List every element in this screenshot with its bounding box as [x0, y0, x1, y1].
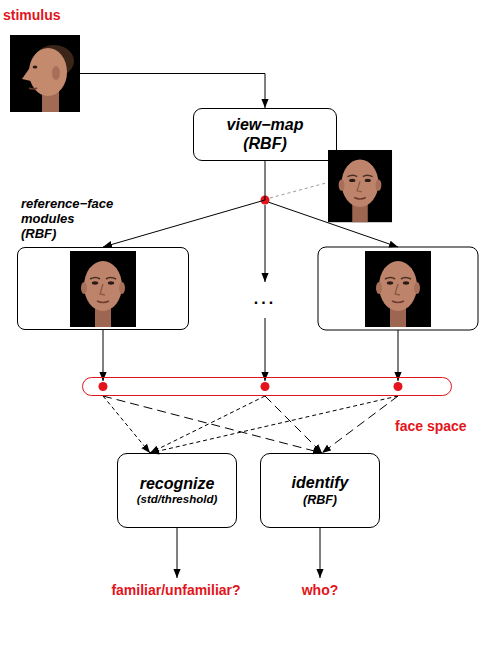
branch-arrow — [268, 202, 398, 247]
reference-face-module-box — [318, 247, 478, 330]
node-text: (RBF) — [243, 135, 287, 153]
view-map-box: view−map(RBF) — [193, 108, 337, 161]
output-text: who? — [280, 580, 360, 600]
connector-line — [150, 396, 265, 453]
reference-face-picture — [365, 251, 431, 327]
face-space-dot — [394, 382, 403, 391]
connector-arrow — [103, 396, 398, 453]
ellipsis-label: ... — [254, 290, 276, 308]
connector-arrow — [80, 74, 265, 109]
branch-arrow — [265, 205, 266, 282]
identify-box: identify(RBF) — [260, 453, 380, 528]
node-text: view−map — [227, 116, 304, 134]
heading-label: stimulus — [3, 7, 61, 23]
connector-arrow — [103, 161, 265, 247]
reference-face-module-box: reference−face modules (RBF) — [17, 247, 189, 330]
face-space-band: face space — [82, 377, 452, 396]
connector-line — [177, 528, 178, 578]
connector-line — [103, 330, 104, 381]
connector-arrow — [103, 396, 398, 453]
node-text: recognize — [140, 475, 215, 493]
stimulus-image-frame: stimulus — [10, 35, 80, 112]
face-space-dot — [99, 382, 108, 391]
heading-label: face space — [395, 418, 467, 434]
connector-arrow — [177, 528, 178, 578]
node-text: who? — [302, 582, 339, 598]
connector-line — [103, 396, 322, 453]
dashed-leader-line — [270, 183, 326, 198]
branch-arrow — [265, 318, 266, 381]
connector-line — [265, 396, 322, 453]
stimulus-face-picture — [10, 35, 80, 112]
connector-line — [103, 161, 265, 247]
node-text: (RBF) — [303, 493, 337, 507]
reference-face-picture — [70, 251, 136, 327]
connector-line — [80, 74, 265, 109]
connector-arrow — [320, 528, 321, 578]
connector-line — [320, 528, 321, 578]
node-text: familiar/unfamiliar? — [111, 582, 240, 598]
view-face-picture — [328, 150, 392, 222]
recognize-box: recognize(std/threshold) — [117, 453, 237, 528]
connector-line — [150, 396, 398, 453]
node-text: (std/threshold) — [137, 493, 218, 506]
connector-line — [322, 396, 398, 453]
connector-arrow — [103, 330, 104, 381]
connector-line — [103, 396, 150, 453]
branch-arrow — [398, 330, 399, 381]
face-space-dot — [261, 382, 270, 391]
heading-label: reference−face modules (RBF) — [21, 197, 113, 242]
node-text: identify — [292, 474, 349, 492]
output-text: familiar/unfamiliar? — [86, 580, 266, 600]
